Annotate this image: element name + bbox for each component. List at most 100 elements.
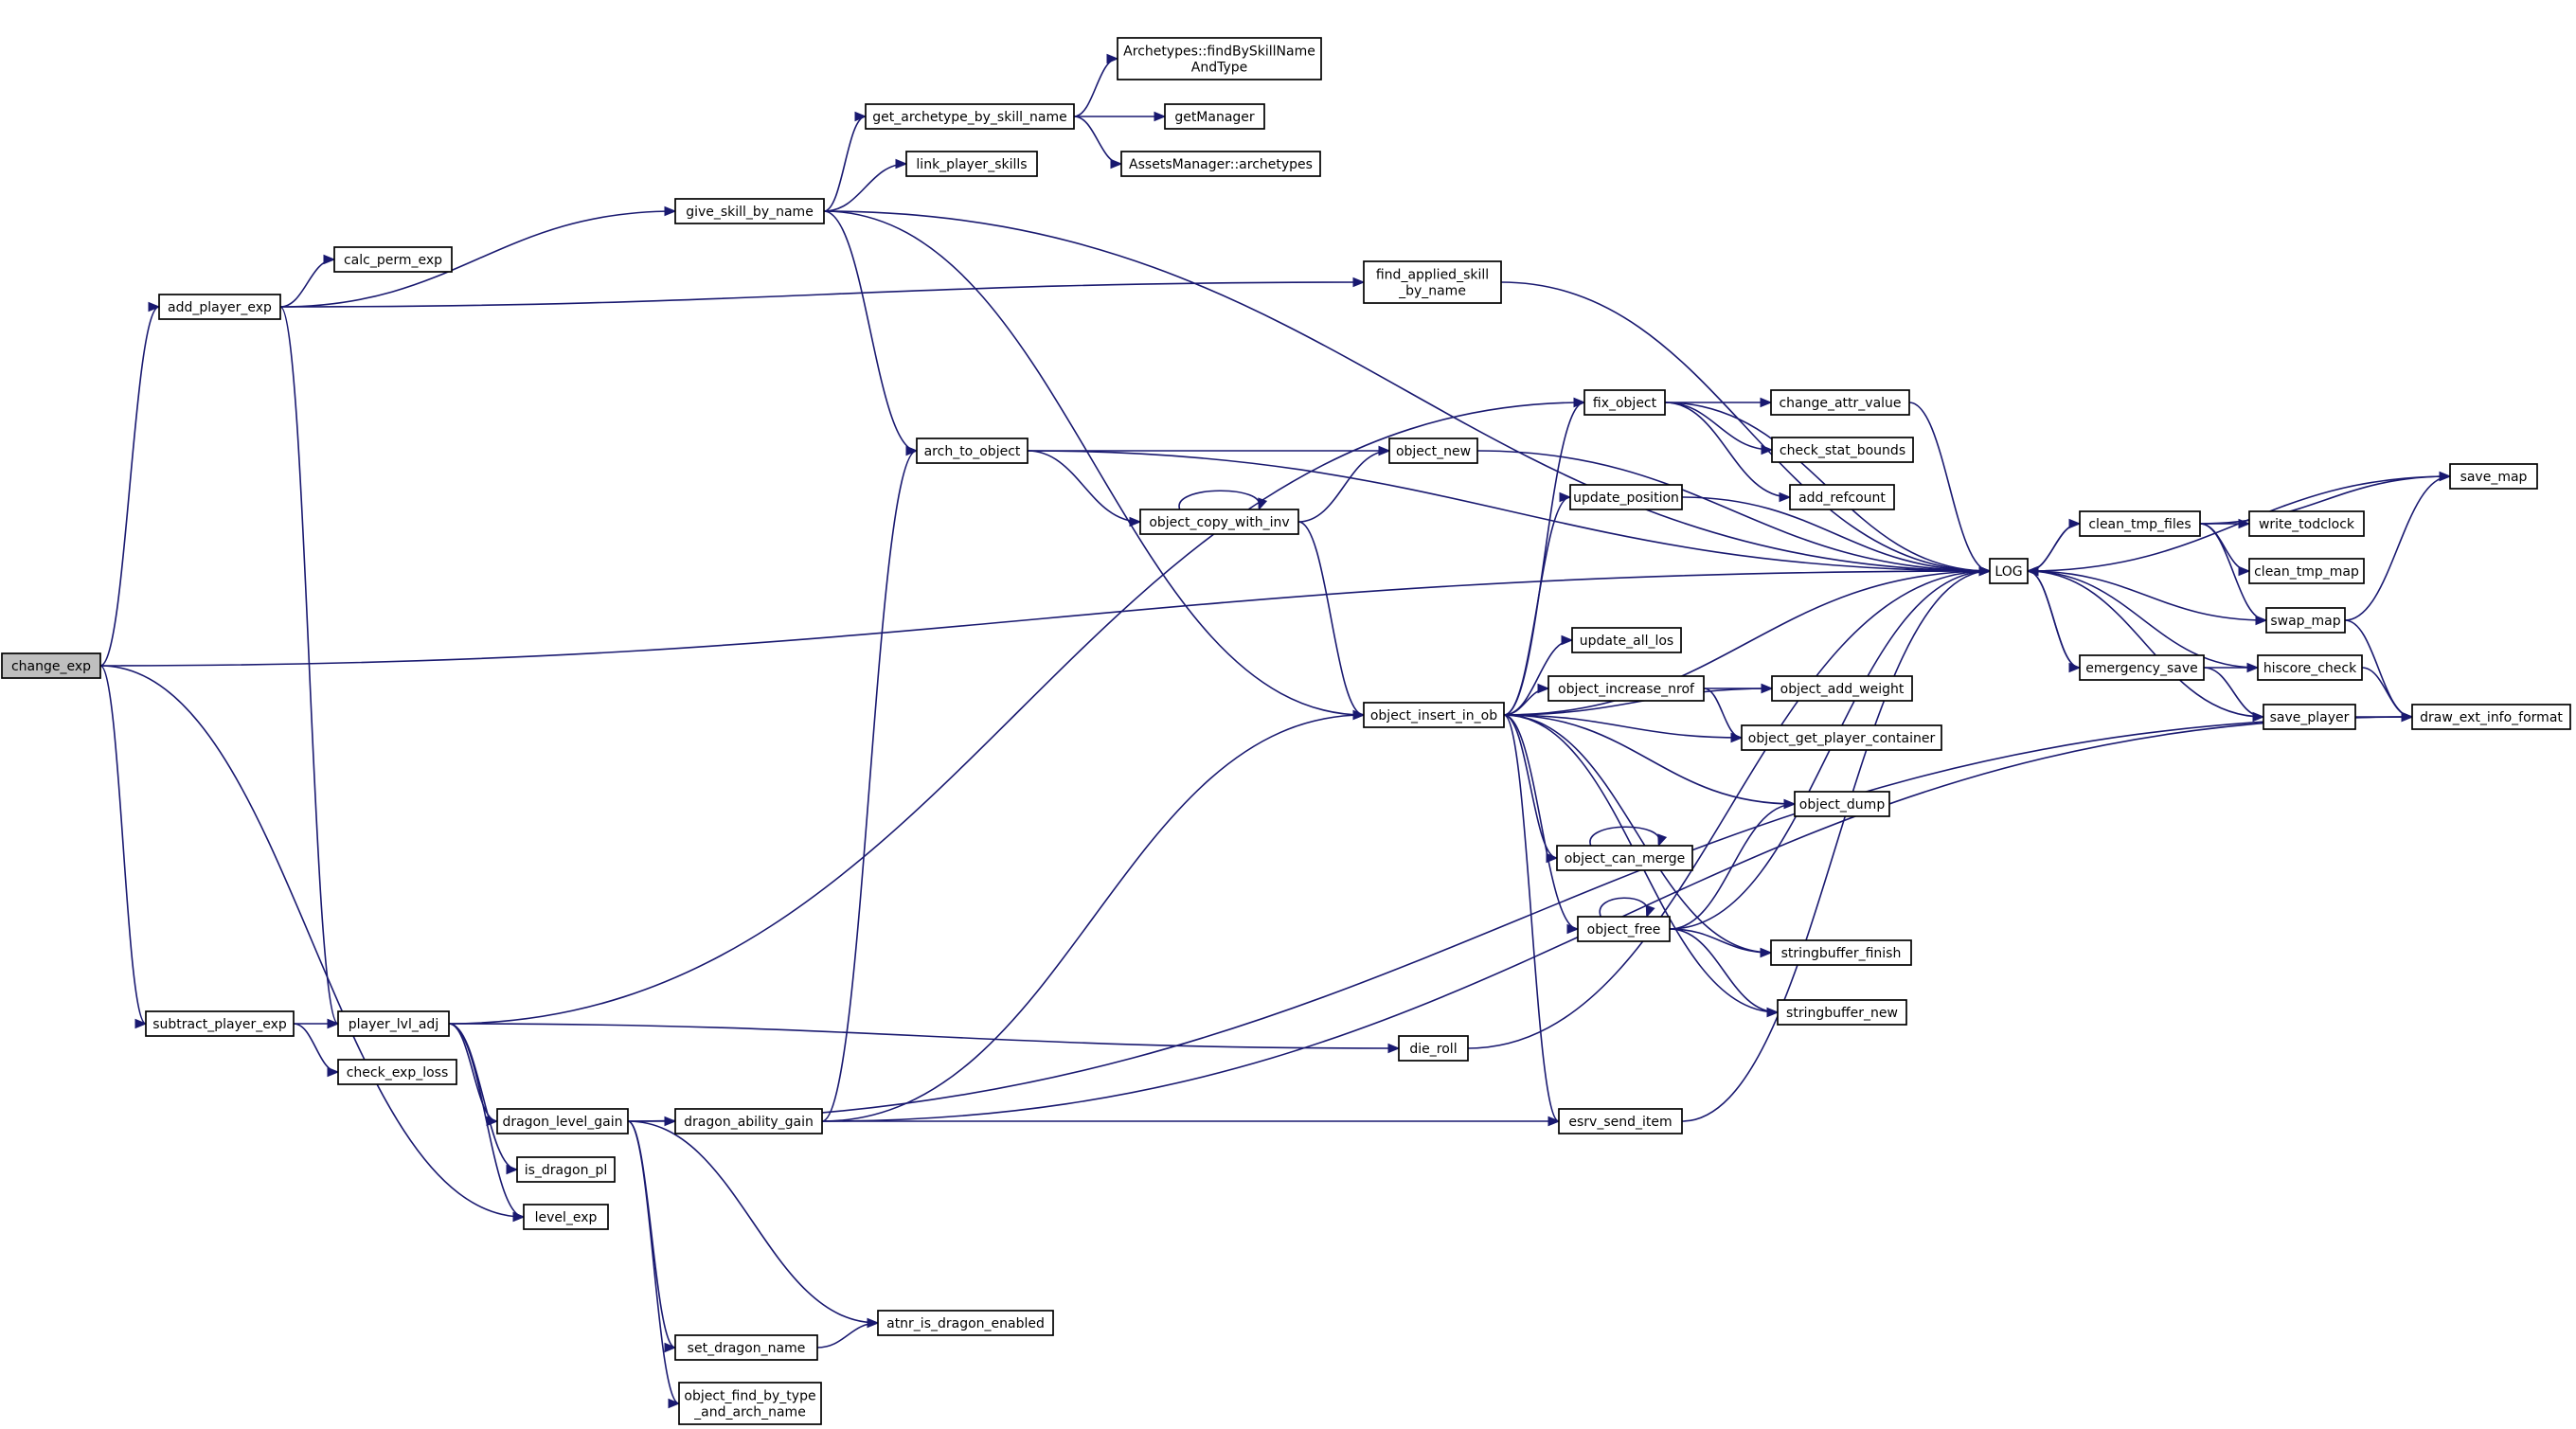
- node-box[interactable]: [158, 294, 281, 320]
- node-box[interactable]: [1770, 389, 1910, 416]
- node-box[interactable]: [1770, 939, 1912, 966]
- node-box[interactable]: [1363, 702, 1505, 728]
- node-dragon_level_gain[interactable]: dragon_level_gain: [496, 1108, 629, 1134]
- node-AssetsManager_archetypes[interactable]: AssetsManager::archetypes: [1120, 151, 1321, 177]
- node-box[interactable]: [2265, 607, 2346, 634]
- node-give_skill_by_name[interactable]: give_skill_by_name: [674, 198, 825, 224]
- node-box[interactable]: [1789, 484, 1895, 510]
- node-save_map[interactable]: save_map: [2449, 463, 2538, 490]
- node-object_copy_with_inv[interactable]: object_copy_with_inv: [1139, 509, 1299, 535]
- node-box[interactable]: [1777, 999, 1907, 1026]
- node-link_player_skills[interactable]: link_player_skills: [905, 151, 1038, 177]
- node-box[interactable]: [1577, 916, 1671, 942]
- node-box[interactable]: [916, 438, 1029, 464]
- node-hiscore_check[interactable]: hiscore_check: [2257, 654, 2363, 681]
- node-get_archetype_by_skill_name[interactable]: get_archetype_by_skill_name: [865, 103, 1075, 130]
- node-clean_tmp_files[interactable]: clean_tmp_files: [2079, 510, 2201, 537]
- node-box[interactable]: [1120, 151, 1321, 177]
- node-box[interactable]: [2449, 463, 2538, 490]
- node-getManager[interactable]: getManager: [1164, 103, 1265, 130]
- node-box[interactable]: [2411, 704, 2571, 730]
- node-esrv_send_item[interactable]: esrv_send_item: [1558, 1108, 1683, 1134]
- node-box[interactable]: [1771, 437, 1914, 463]
- node-box[interactable]: [674, 1108, 823, 1134]
- node-die_roll[interactable]: die_roll: [1398, 1035, 1469, 1062]
- node-is_dragon_pl[interactable]: is_dragon_pl: [516, 1156, 616, 1183]
- node-write_todclock[interactable]: write_todclock: [2248, 510, 2365, 537]
- node-arch_to_object[interactable]: arch_to_object: [916, 438, 1029, 464]
- node-box[interactable]: [1363, 260, 1502, 304]
- node-box[interactable]: [2079, 510, 2201, 537]
- node-object_insert_in_ob[interactable]: object_insert_in_ob: [1363, 702, 1505, 728]
- node-stringbuffer_new[interactable]: stringbuffer_new: [1777, 999, 1907, 1026]
- node-box[interactable]: [145, 1010, 295, 1037]
- node-box[interactable]: [674, 1334, 818, 1361]
- node-box[interactable]: [337, 1010, 450, 1037]
- node-box[interactable]: [678, 1382, 822, 1425]
- node-box[interactable]: [1398, 1035, 1469, 1062]
- node-check_stat_bounds[interactable]: check_stat_bounds: [1771, 437, 1914, 463]
- node-change_exp[interactable]: change_exp: [1, 652, 101, 679]
- node-box[interactable]: [1388, 438, 1478, 464]
- node-box[interactable]: [1558, 1108, 1683, 1134]
- node-level_exp[interactable]: level_exp: [523, 1204, 609, 1230]
- node-box[interactable]: [1139, 509, 1299, 535]
- node-atnr_is_dragon_enabled[interactable]: atnr_is_dragon_enabled: [877, 1310, 1054, 1336]
- node-swap_map[interactable]: swap_map: [2265, 607, 2346, 634]
- node-object_new[interactable]: object_new: [1388, 438, 1478, 464]
- node-box[interactable]: [2257, 654, 2363, 681]
- node-object_get_player_container[interactable]: object_get_player_container: [1741, 724, 1942, 751]
- node-box[interactable]: [2248, 558, 2365, 584]
- node-find_applied_skill_by_name[interactable]: find_applied_skill_by_name: [1363, 260, 1502, 304]
- node-stringbuffer_finish[interactable]: stringbuffer_finish: [1770, 939, 1912, 966]
- node-draw_ext_info_format[interactable]: draw_ext_info_format: [2411, 704, 2571, 730]
- node-box[interactable]: [1571, 627, 1682, 653]
- node-object_can_merge[interactable]: object_can_merge: [1556, 845, 1693, 871]
- node-box[interactable]: [333, 246, 453, 273]
- node-object_dump[interactable]: object_dump: [1794, 791, 1890, 817]
- node-subtract_player_exp[interactable]: subtract_player_exp: [145, 1010, 295, 1037]
- node-set_dragon_name[interactable]: set_dragon_name: [674, 1334, 818, 1361]
- node-update_all_los[interactable]: update_all_los: [1571, 627, 1682, 653]
- node-box[interactable]: [905, 151, 1038, 177]
- node-dragon_ability_gain[interactable]: dragon_ability_gain: [674, 1108, 823, 1134]
- node-box[interactable]: [2263, 704, 2356, 730]
- node-player_lvl_adj[interactable]: player_lvl_adj: [337, 1010, 450, 1037]
- node-box[interactable]: [1556, 845, 1693, 871]
- node-object_add_weight[interactable]: object_add_weight: [1771, 675, 1913, 702]
- node-update_position[interactable]: update_position: [1569, 484, 1683, 510]
- node-box[interactable]: [2248, 510, 2365, 537]
- node-box[interactable]: [865, 103, 1075, 130]
- node-object_free[interactable]: object_free: [1577, 916, 1671, 942]
- node-box[interactable]: [496, 1108, 629, 1134]
- node-fix_object[interactable]: fix_object: [1583, 389, 1666, 416]
- node-box[interactable]: [2079, 654, 2205, 681]
- node-save_player[interactable]: save_player: [2263, 704, 2356, 730]
- node-box[interactable]: [516, 1156, 616, 1183]
- node-box[interactable]: [1547, 675, 1705, 702]
- node-box[interactable]: [1794, 791, 1890, 817]
- node-calc_perm_exp[interactable]: calc_perm_exp: [333, 246, 453, 273]
- node-change_attr_value[interactable]: change_attr_value: [1770, 389, 1910, 416]
- node-add_refcount[interactable]: add_refcount: [1789, 484, 1895, 510]
- node-box[interactable]: [1989, 558, 2029, 584]
- node-box[interactable]: [337, 1059, 457, 1085]
- node-box[interactable]: [877, 1310, 1054, 1336]
- node-box[interactable]: [674, 198, 825, 224]
- node-LOG[interactable]: LOG: [1989, 558, 2029, 584]
- node-box[interactable]: [1, 652, 101, 679]
- node-clean_tmp_map[interactable]: clean_tmp_map: [2248, 558, 2365, 584]
- node-box[interactable]: [1117, 37, 1322, 80]
- node-add_player_exp[interactable]: add_player_exp: [158, 294, 281, 320]
- node-object_find_by_type_and_arch_name[interactable]: object_find_by_type_and_arch_name: [678, 1382, 822, 1425]
- node-box[interactable]: [1583, 389, 1666, 416]
- node-box[interactable]: [1741, 724, 1942, 751]
- node-box[interactable]: [1569, 484, 1683, 510]
- node-object_increase_nrof[interactable]: object_increase_nrof: [1547, 675, 1705, 702]
- node-emergency_save[interactable]: emergency_save: [2079, 654, 2205, 681]
- node-box[interactable]: [1771, 675, 1913, 702]
- node-check_exp_loss[interactable]: check_exp_loss: [337, 1059, 457, 1085]
- node-box[interactable]: [1164, 103, 1265, 130]
- node-box[interactable]: [523, 1204, 609, 1230]
